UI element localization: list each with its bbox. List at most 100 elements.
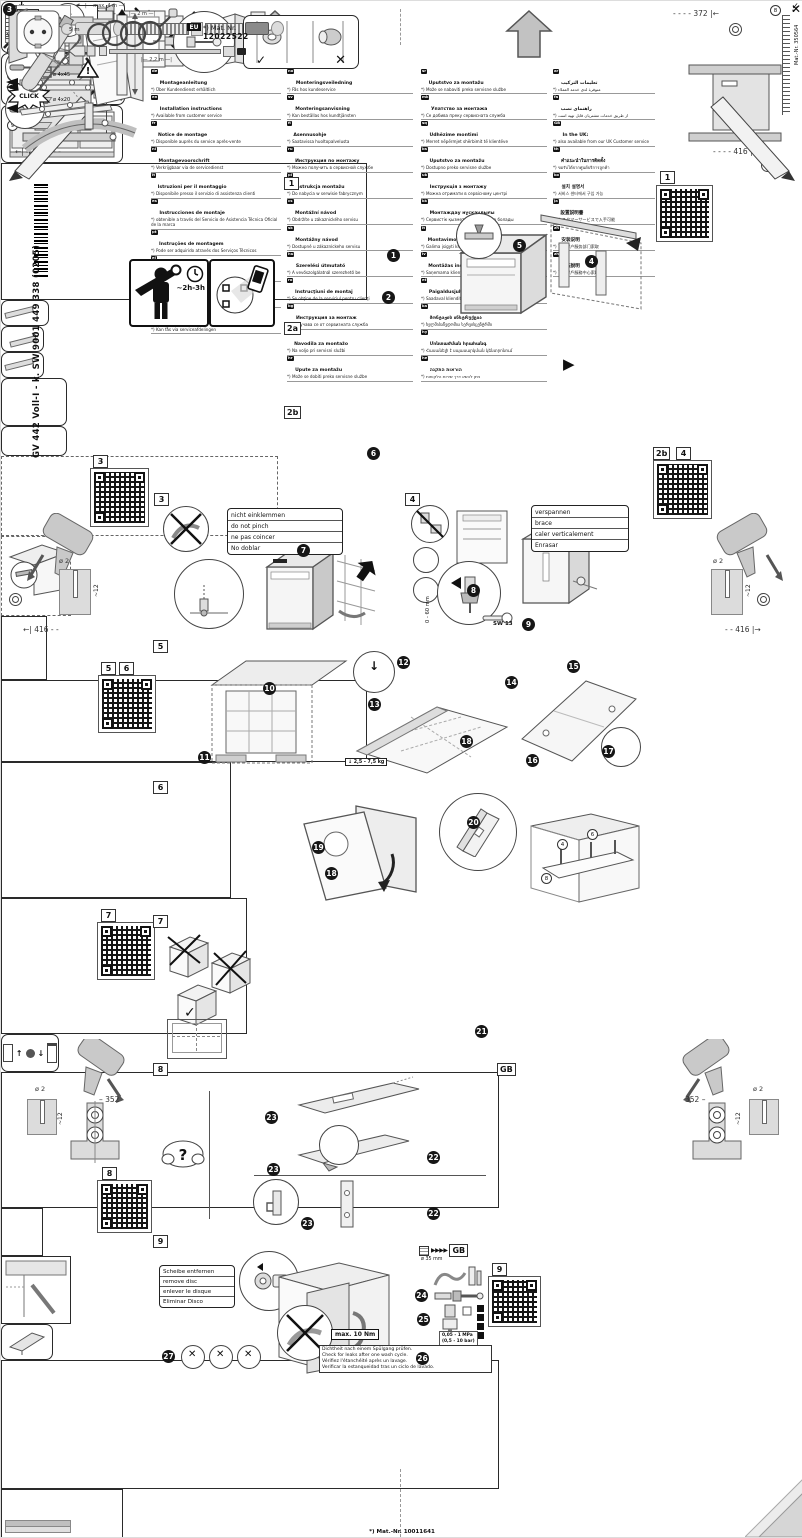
panel2b-detail-circle — [173, 11, 235, 73]
step-22b-badge: 22 — [427, 1207, 440, 1220]
language-code-badge: sv — [287, 93, 294, 100]
language-entry: slNavodila za montažo*) Na voljo pri ser… — [287, 329, 413, 356]
x-icon: ✕ — [244, 1349, 253, 1360]
drill-depth-block-right — [711, 569, 743, 615]
step-1-badge: 1 — [387, 249, 400, 262]
drain-mat-nr: Mat.-Nr. 350564 — [794, 24, 800, 65]
hinge-bracket-right — [692, 1102, 742, 1160]
drill-target-372-right — [729, 23, 742, 36]
language-code-badge: he — [421, 355, 429, 362]
leak-check-line: Verificar la estanqueidad tras un ciclo … — [322, 1364, 435, 1370]
language-entry: mkУпатство за монтажа*) Се добива преку … — [421, 94, 547, 121]
language-entry: thคำแนะนำในการติดตั้ง*) ขอรับได้จากศูนย์… — [553, 146, 655, 173]
hose-dia-label: ø 35 mm — [421, 1257, 443, 1262]
drill-lower-left — [77, 1039, 125, 1103]
step-7-badge: 7 — [297, 544, 310, 557]
step-24-badge: 24 — [415, 1289, 428, 1302]
hose-crossed-glyph — [170, 513, 202, 545]
fast-forward-icon: ▶▶▶▶ — [431, 1247, 448, 1254]
panel-6 — [1, 1360, 499, 1489]
language-code-badge: ru — [287, 146, 294, 153]
cabinet-icon — [47, 1043, 58, 1063]
part-ref-8: 8 — [541, 873, 552, 884]
door-sheet-drawing — [521, 680, 637, 762]
power-mat-label: *) Mat. Nr. — [203, 24, 237, 32]
qr-4-label: 4 — [676, 447, 691, 460]
panel8-detail-circle-1 — [319, 1125, 359, 1165]
arrow-up-right-icon — [356, 560, 376, 582]
panel3-detail-circle — [174, 559, 244, 629]
panel-3-label: 3 — [154, 493, 169, 506]
leak-check-line: Dichtheit nach einem Spülgang prüfen. — [322, 1347, 413, 1352]
language-entry: ukІнструкція з монтажу*) Можна отримати … — [421, 172, 547, 199]
language-code-badge: lt — [421, 224, 427, 231]
language-code-badge: bs — [421, 146, 428, 153]
panel-5-label: 5 — [153, 640, 168, 653]
hole-dia-lower-right: ø 2 — [753, 1085, 764, 1093]
language-entry: skMontážny návod*) Dostupné u zákaznícke… — [287, 225, 413, 252]
panel-3 — [1, 762, 231, 898]
foot-detail-glyph — [190, 585, 228, 617]
dim-372-right: - - - - 372 |← — [673, 9, 719, 18]
panel-8-label: 8 — [153, 1063, 168, 1076]
step-21-badge: 21 — [475, 1025, 488, 1038]
language-entry: sqUdhëzime montimi*) Merret nëpërmjet sh… — [421, 120, 547, 147]
svg-text:!: ! — [86, 66, 91, 77]
barcode — [34, 184, 48, 279]
template-sheet-drawing — [355, 706, 509, 774]
base-mount-drawing — [530, 813, 640, 903]
phone-scan-box — [209, 259, 275, 327]
plinth-strip-vertical — [340, 1180, 354, 1228]
grommet-wrong-drawing — [312, 21, 344, 63]
panel-9-label: 9 — [153, 1235, 168, 1248]
language-entry: deMontageanleitung*) Über Kundendienst e… — [151, 68, 281, 95]
step-23b-badge: 23 — [267, 1163, 280, 1176]
arrow-up-icon: ↑ — [15, 1048, 23, 1058]
drill-target-mid-right — [757, 593, 770, 606]
qr-6-label: 6 — [119, 662, 134, 675]
dim-416-mid-left: ←| 416 - - — [23, 625, 59, 634]
range-0-60-label: 0 - 60 mm — [425, 596, 431, 623]
hole-dia-lower-left: ø 2 — [35, 1085, 46, 1093]
language-code-badge: hr — [287, 355, 294, 362]
panel4-detail-circle-2 — [413, 577, 439, 603]
package-orientation-icons: ✓ — [167, 934, 252, 1026]
step-8-badge: 8 — [467, 584, 480, 597]
check-icon: ✓ — [790, 3, 800, 16]
drill-right — [716, 513, 783, 581]
no-kink-circle — [181, 1345, 205, 1369]
qr-code-8 — [97, 1180, 152, 1233]
language-entry: bgИнструкция за монтаж*) Получава се от … — [287, 303, 413, 330]
x-icon: ✕ — [188, 1349, 197, 1360]
qr-code-3 — [90, 468, 149, 527]
clock-icon — [186, 265, 204, 283]
plinth-rail-drawing-1 — [297, 1076, 420, 1114]
depth-label-lower-right: ~12 — [735, 1112, 742, 1125]
note-line: brace — [532, 518, 628, 529]
arrow-down-icon: ↓ — [369, 659, 380, 673]
front-panel-drawing — [456, 510, 508, 564]
language-entry: heהוראות התקנה*) ניתן להשיג דרך שירות הל… — [421, 355, 547, 383]
arrow-right-black: ▶ — [563, 355, 575, 373]
step-10-badge: 10 — [263, 682, 276, 695]
step-18b-badge: 18 — [325, 867, 338, 880]
power-socket-icon — [16, 10, 60, 54]
click-text: CLICK — [19, 93, 39, 100]
panel-7-label: 7 — [153, 915, 168, 928]
step-11-badge: 11 — [198, 751, 211, 764]
qr-9-label: 9 — [492, 1263, 507, 1276]
hole-dia-label-left: ø 2 — [59, 557, 70, 565]
strip-screw-drawing — [9, 332, 39, 348]
note-line: Eliminar Disco — [163, 1298, 203, 1305]
language-entry: ptInstruções de montagem*) Pode ser adqu… — [151, 229, 281, 256]
panel5-part-box — [1, 1324, 53, 1360]
note-line: Scheibe entfernen — [160, 1267, 234, 1277]
language-code-badge: hu — [287, 250, 295, 257]
mat-nr-10011641: *) Mat.-Nr. 10011641 — [369, 1529, 435, 1535]
panel-gb-label: GB — [497, 1063, 516, 1076]
screw-detail-glyph — [186, 36, 222, 48]
language-code-badge: zh — [553, 250, 560, 257]
panel1-check-box: ✓ — [1, 3, 800, 326]
